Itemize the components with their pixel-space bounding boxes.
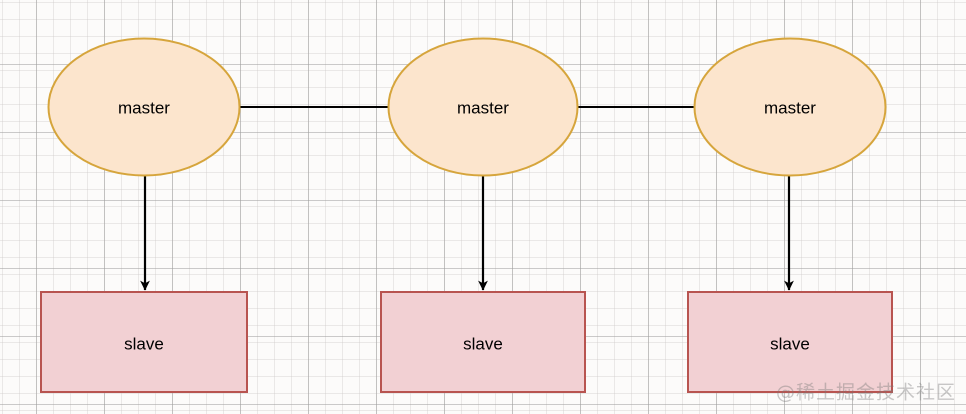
site-watermark: @稀土掘金技术社区	[775, 381, 956, 404]
node-master-3[interactable]	[693, 37, 887, 177]
node-slave-3[interactable]	[687, 291, 893, 393]
node-slave-1[interactable]	[40, 291, 248, 393]
node-master-2[interactable]	[387, 37, 579, 177]
node-master-1[interactable]	[47, 37, 241, 177]
node-slave-2[interactable]	[380, 291, 586, 393]
